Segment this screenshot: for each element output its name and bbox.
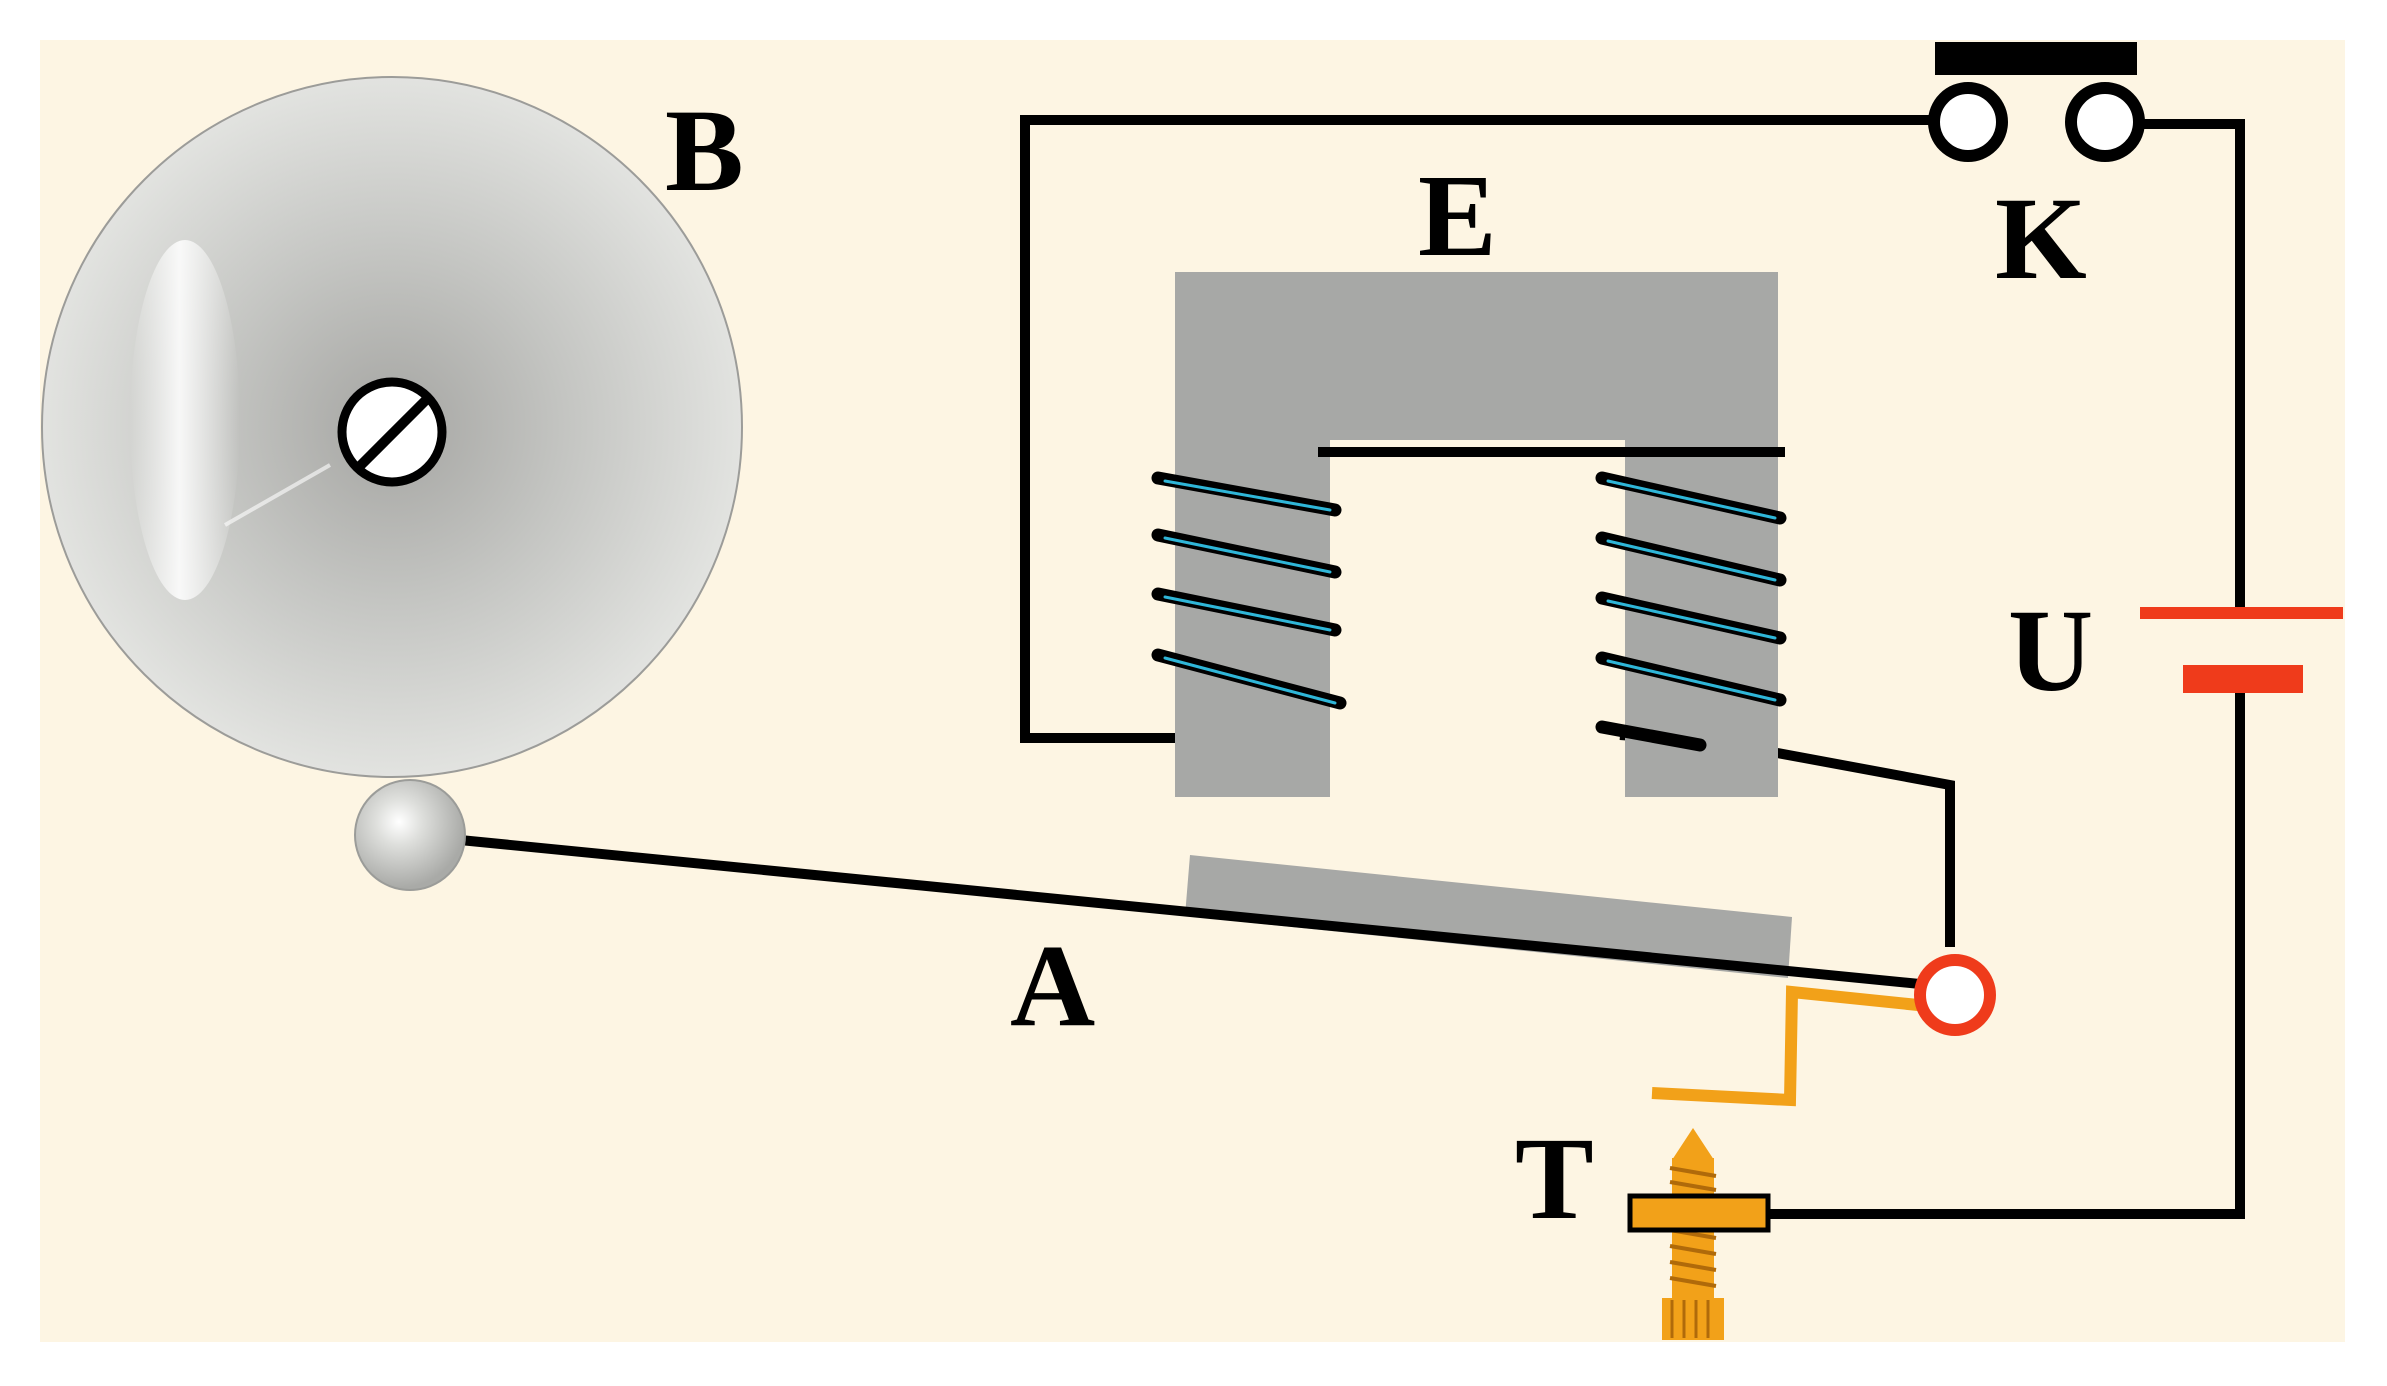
label-bell: B bbox=[665, 85, 744, 216]
contact-ring bbox=[1914, 954, 1996, 1036]
screw-nut bbox=[1627, 1193, 1771, 1233]
electromagnet bbox=[1151, 272, 1787, 797]
armature-iron-plate bbox=[1185, 855, 1792, 978]
label-electromagnet: E bbox=[1418, 150, 1497, 281]
label-screw: T bbox=[1515, 1113, 1594, 1244]
contact-screw bbox=[1627, 1128, 1771, 1340]
label-battery: U bbox=[2008, 585, 2093, 716]
bell bbox=[41, 76, 743, 778]
label-armature: A bbox=[1010, 920, 1095, 1051]
battery bbox=[2140, 607, 2343, 693]
hammer-rod bbox=[459, 835, 1931, 990]
key-contact-right bbox=[2065, 82, 2145, 162]
contact-spring bbox=[1651, 985, 1919, 1107]
key-contact-left bbox=[1928, 82, 2008, 162]
label-key: K bbox=[1995, 173, 2087, 304]
bell-screw-icon bbox=[337, 377, 447, 487]
hammer-ball bbox=[354, 779, 466, 891]
key-switch bbox=[1928, 42, 2145, 162]
armature bbox=[354, 779, 1931, 990]
battery-negative-plate bbox=[2183, 665, 2303, 693]
left-coil bbox=[1151, 471, 1347, 710]
key-bar bbox=[1935, 42, 2137, 75]
battery-positive-plate bbox=[2140, 607, 2343, 619]
right-coil bbox=[1595, 471, 1787, 752]
screw-tip bbox=[1672, 1128, 1714, 1160]
